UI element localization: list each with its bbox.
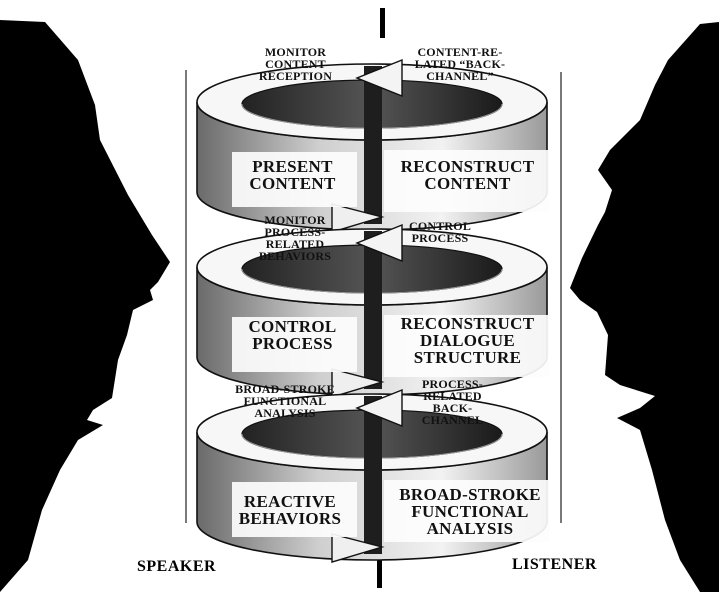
level-3-listener-feedback: PROCESS- RELATED BACK- CHANNEL [421, 377, 484, 427]
cycle-ring-3 [196, 388, 549, 563]
level-1-listener-action: RECONSTRUCT CONTENT [400, 157, 535, 193]
level-1-listener-feedback: CONTENT-RE- LATED “BACK- CHANNEL” [414, 45, 506, 83]
level-1-speaker-feedback: MONITOR CONTENT RECEPTION [258, 45, 333, 83]
level-3-listener-action: BROAD-STROKE FUNCTIONAL ANALYSIS [399, 485, 541, 538]
listener-silhouette [570, 22, 719, 592]
level-2-speaker-action: CONTROL PROCESS [248, 317, 337, 353]
level-3-speaker-feedback: BROAD-STROKE FUNCTIONAL ANALYSIS [235, 382, 335, 420]
speaker-silhouette [0, 20, 170, 592]
speaker-label: SPEAKER [137, 558, 217, 575]
level-3-speaker-action: REACTIVE BEHAVIORS [238, 492, 342, 528]
cycle-ring-1 [196, 58, 549, 233]
level-2-listener-feedback: CONTROL PROCESS [408, 219, 472, 245]
listener-label: LISTENER [512, 556, 597, 573]
level-2-listener-action: RECONSTRUCT DIALOGUE STRUCTURE [400, 314, 535, 367]
level-1-speaker-action: PRESENT CONTENT [249, 157, 336, 193]
cycle-ring-2 [196, 223, 549, 398]
level-2-speaker-feedback: MONITOR PROCESS- RELATED BEHAVIORS [258, 213, 332, 263]
